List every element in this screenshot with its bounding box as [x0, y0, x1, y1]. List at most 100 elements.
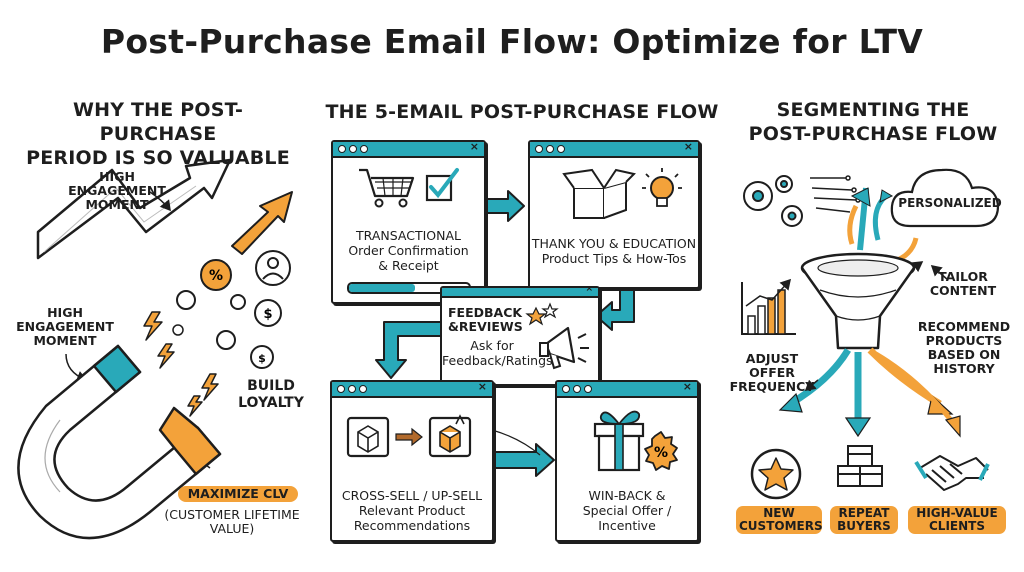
label-line: ADJUST [745, 351, 799, 366]
label-line: OFFER [749, 365, 795, 380]
label-line: HIGH [47, 305, 83, 320]
close-icon: × [683, 140, 693, 153]
left-title-line1: WHY THE POST-PURCHASE [72, 99, 244, 145]
email-heading: &REVIEWS [448, 319, 523, 334]
label-line: HIGH [99, 169, 135, 184]
left-title-line2: PERIOD IS SO VALUABLE [26, 147, 290, 169]
segment-new-customers: NEW CUSTOMERS [736, 506, 823, 534]
label-line: PRODUCTS [925, 333, 1003, 348]
dollar-coin-small-icon: $ [250, 345, 274, 369]
close-icon: × [585, 286, 593, 294]
close-icon: × [469, 140, 479, 153]
email-subtext: Ask for [470, 338, 514, 353]
percent-coin-icon: % [200, 259, 232, 291]
adjust-offer-frequency-label: ADJUST OFFER FREQUENCY [726, 352, 818, 394]
label-line: RECOMMEND [917, 319, 1011, 334]
window-titlebar: × [557, 382, 697, 398]
middle-section-title: THE 5-EMAIL POST-PURCHASE FLOW [325, 101, 719, 123]
lightning-icon [143, 311, 219, 417]
handshake-icon [914, 455, 990, 491]
cloud-icon [890, 168, 1000, 228]
orange-arrow-icon [231, 191, 293, 255]
email-subtext: Special Offer / [582, 503, 672, 518]
shopping-cart-icon [359, 168, 459, 208]
left-section-title: WHY THE POST-PURCHASE PERIOD IS SO VALUA… [18, 98, 298, 170]
email-card-win-back: × % WIN-BACK & Special Offer / Incentive [555, 380, 699, 542]
window-dots [338, 145, 368, 153]
right-title-line1: SEGMENTING THE [776, 99, 970, 121]
box-icon [346, 414, 472, 458]
window-titlebar: × [442, 288, 598, 298]
high-engagement-label-mid: HIGH ENGAGEMENT MOMENT [10, 306, 120, 348]
flow-arrows [375, 190, 635, 477]
window-titlebar: × [333, 142, 484, 158]
high-engagement-label-top: HIGH ENGAGEMENT MOMENT [62, 170, 172, 212]
trend-arrow-icon [36, 158, 232, 260]
email-heading: WIN-BACK & [588, 488, 666, 503]
svg-text:%: % [654, 445, 668, 461]
window-titlebar: × [530, 142, 698, 158]
email-heading: CROSS-SELL / UP-SELL [341, 488, 483, 503]
percent-badge-icon: % [644, 431, 678, 471]
label-line: ENGAGEMENT [16, 319, 114, 334]
window-dots [562, 385, 592, 393]
segment-label: CUSTOMERS [739, 519, 823, 533]
email-subtext: Incentive [598, 518, 656, 533]
close-icon: × [682, 380, 692, 393]
segment-high-value-clients: HIGH-VALUE CLIENTS [908, 506, 1006, 534]
label-line: MOMENT [33, 333, 97, 348]
label-line: (CUSTOMER LIFETIME [164, 507, 300, 522]
window-titlebar: × [332, 382, 492, 398]
email1-text: TRANSACTIONAL Order Confirmation & Recei… [333, 228, 484, 273]
gears-icon [743, 175, 803, 227]
svg-text:%: % [209, 268, 223, 284]
email3-heading: FEEDBACK &REVIEWS [448, 306, 523, 334]
funnel-icon [800, 252, 916, 350]
window-dots [535, 145, 565, 153]
clv-definition-label: (CUSTOMER LIFETIME VALUE) [160, 508, 304, 536]
segment-repeat-buyers: REPEAT BUYERS [830, 506, 898, 534]
page-title: Post-Purchase Email Flow: Optimize for L… [100, 22, 924, 61]
star-icon [750, 448, 802, 500]
email3-text: Ask for Feedback/Ratings [442, 338, 553, 368]
email-card-thank-you: × THANK YOU & EDUCATION Product Tips & H… [528, 140, 700, 289]
segment-label: CLIENTS [929, 519, 985, 533]
tailor-content-label: TAILOR CONTENT [918, 270, 1008, 298]
bar-chart-icon [741, 278, 796, 335]
email-subtext: Recommendations [353, 518, 471, 533]
label-line: BUILD [247, 378, 295, 394]
label-line: FREQUENCY [729, 379, 815, 394]
email-card-transactional: × TRANSACTIONAL Order Confirmation & Rec… [331, 140, 486, 304]
email2-text: THANK YOU & EDUCATION Product Tips & How… [530, 236, 698, 266]
email-heading: THANK YOU & EDUCATION [531, 236, 697, 251]
email-subtext: & Receipt [378, 258, 439, 273]
maximize-clv-badge: MAXIMIZE CLV [178, 486, 298, 502]
label-line: TAILOR [938, 269, 988, 284]
segment-label: BUYERS [837, 519, 891, 533]
right-section-title: SEGMENTING THE POST-PURCHASE FLOW [730, 98, 1016, 146]
label-line: CONTENT [929, 283, 997, 298]
build-loyalty-label: BUILD LOYALTY [226, 378, 316, 412]
email4-text: CROSS-SELL / UP-SELL Relevant Product Re… [332, 488, 492, 533]
personalized-label: PERSONALIZED [898, 196, 1002, 210]
close-icon: × [477, 380, 487, 393]
user-avatar-icon [255, 250, 291, 286]
megaphone-icon [525, 302, 589, 370]
email-subtext: Feedback/Ratings [442, 353, 553, 368]
window-dots [337, 385, 367, 393]
email-subtext: Order Confirmation [348, 243, 469, 258]
label-line: VALUE) [209, 521, 255, 536]
email-card-cross-sell: × CROSS-SELL / UP-SELL Relevant Product … [330, 380, 494, 542]
label-line: BASED ON [927, 347, 1001, 362]
recommend-products-label: RECOMMEND PRODUCTS BASED ON HISTORY [912, 320, 1016, 376]
magnet-icon [17, 344, 222, 540]
email-card-feedback: × FEEDBACK &REVIEWS Ask for Feedback/Rat… [440, 286, 600, 386]
svg-text:$: $ [258, 352, 266, 365]
email-subtext: Product Tips & How-Tos [541, 251, 687, 266]
label-line: MOMENT [85, 197, 149, 212]
email5-text: WIN-BACK & Special Offer / Incentive [557, 488, 697, 533]
email-heading: FEEDBACK [448, 305, 523, 320]
email-heading: TRANSACTIONAL [356, 228, 461, 243]
